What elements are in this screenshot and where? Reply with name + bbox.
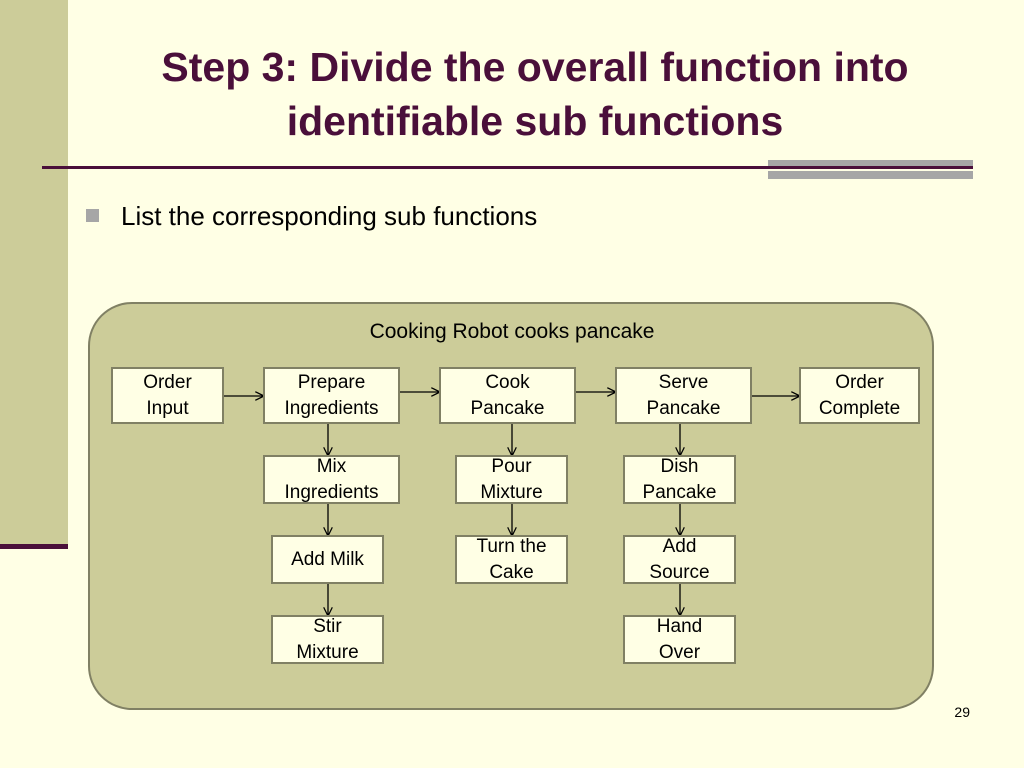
node-stir-mixture: Stir Mixture — [271, 615, 384, 664]
node-dish-pancake: Dish Pancake — [623, 455, 736, 504]
node-serve-pancake: Serve Pancake — [615, 367, 752, 424]
accent-bar-top — [768, 160, 973, 166]
diagram-title: Cooking Robot cooks pancake — [369, 320, 655, 343]
node-turn-the-cake: Turn the Cake — [455, 535, 568, 584]
bullet-text: List the corresponding sub functions — [121, 201, 538, 231]
node-cook-pancake: Cook Pancake — [439, 367, 576, 424]
page-number: 29 — [954, 704, 970, 720]
title-divider — [42, 166, 973, 169]
node-add-source: Add Source — [623, 535, 736, 584]
node-order-complete: Order Complete — [799, 367, 920, 424]
node-hand-over: Hand Over — [623, 615, 736, 664]
bullet-square-icon — [86, 209, 99, 222]
node-pour-mixture: Pour Mixture — [455, 455, 568, 504]
accent-bar-bottom — [768, 171, 973, 179]
node-add-milk: Add Milk — [271, 535, 384, 584]
slide-title: Step 3: Divide the overall function into… — [161, 44, 909, 144]
left-decor-band — [0, 0, 68, 545]
left-decor-bar — [0, 544, 68, 549]
node-mix-ingredients: Mix Ingredients — [263, 455, 400, 504]
node-prepare-ingredients: Prepare Ingredients — [263, 367, 400, 424]
node-order-input: Order Input — [111, 367, 224, 424]
